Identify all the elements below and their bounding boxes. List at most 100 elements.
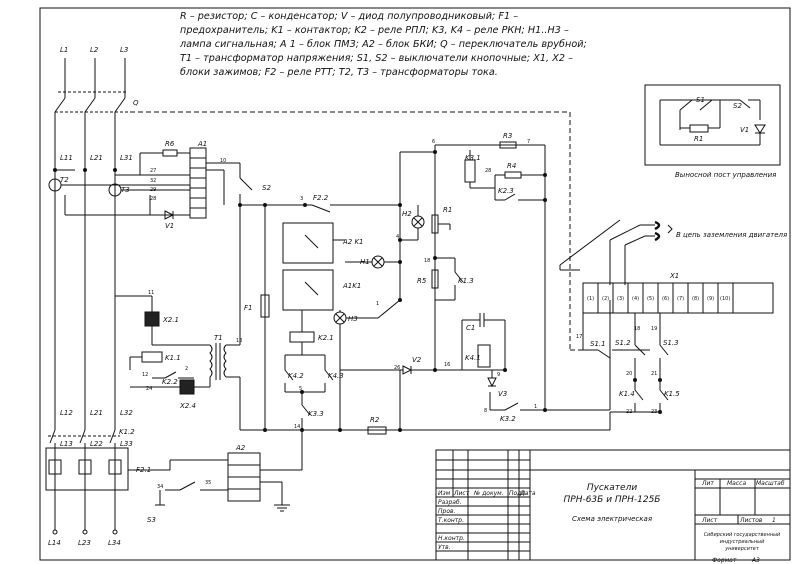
tb-masshtab: Масштаб (756, 480, 785, 487)
tb-tkontr: Т.контр. (438, 517, 464, 524)
label-A1: A1 (197, 140, 207, 148)
label-Q: Q (133, 99, 139, 107)
tb-lit: Лит (701, 480, 714, 487)
label-L21: L21 (90, 154, 103, 162)
label-L3: L3 (120, 46, 128, 54)
tb-razrab: Разраб. (438, 499, 462, 506)
x1-terminal-2: (2) (602, 296, 609, 302)
drawing-frame (39, 7, 791, 561)
x1-terminal-5: (5) (647, 296, 654, 302)
wire-10: 10 (220, 158, 226, 164)
label-C1: C1 (466, 324, 475, 332)
label-K43: K4.3 (328, 372, 344, 380)
label-L34: L34 (108, 539, 121, 547)
tb-org-3: университет (724, 546, 760, 552)
label-S13: S1.3 (663, 339, 679, 347)
x1-terminal-6: (6) (662, 296, 669, 302)
label-H1: H1 (360, 258, 370, 266)
wire-28: 28 (150, 196, 156, 202)
remote-post-caption: Выносной пост управления (675, 171, 776, 179)
label-L2: L2 (90, 46, 99, 54)
legend-line-5: блоки зажимов; F2 – реле РТТ; T2, T3 – т… (180, 67, 498, 78)
label-A1K1: A1K1 (342, 282, 361, 290)
wire-1: 1 (534, 404, 537, 410)
label-F1: F1 (244, 304, 252, 312)
label-A2: A2 (235, 444, 246, 452)
tb-sheet: Лист (701, 517, 718, 524)
x1-terminal-4: (4) (632, 296, 639, 302)
tb-format-value: А3 (751, 557, 760, 564)
tb-prov: Пров. (438, 508, 456, 515)
wire-9: 9 (497, 372, 500, 378)
wire-32: 32 (150, 178, 156, 184)
wire-14: 14 (294, 424, 300, 430)
x1-terminal-9: (9) (707, 296, 714, 302)
label-A2K1: A2 K1 (342, 238, 364, 246)
legend-line-4: T1 – трансформатор напряжения; S1, S2 – … (180, 53, 573, 64)
wire-21: 21 (651, 371, 657, 377)
wire-4: 4 (396, 234, 399, 240)
wire-24: 24 (146, 386, 152, 392)
label-R1: R1 (443, 206, 452, 214)
label-S12: S1.2 (615, 339, 631, 347)
wire-17: 17 (576, 334, 582, 340)
label-L32: L32 (120, 409, 133, 417)
label-R2: R2 (370, 416, 380, 424)
label-K15: K1.5 (664, 390, 680, 398)
label-X1: X1 (669, 272, 679, 280)
tb-col-ndoc: № докум. (473, 490, 504, 497)
label-R4: R4 (507, 162, 516, 170)
label-K33: K3.3 (308, 410, 324, 418)
tb-org-1: Сибирский государственный (704, 532, 781, 538)
label-X24: X2.4 (179, 402, 196, 410)
tb-format: Формат (712, 557, 737, 564)
label-L22: L21 (90, 409, 103, 417)
label-K11: K1.1 (165, 354, 181, 362)
legend-line-1: R – резистор; C – конденсатор; V – диод … (180, 11, 519, 22)
label-L12: L12 (60, 409, 73, 417)
tb-subtitle: Схема электрическая (572, 515, 652, 523)
label-H2: H2 (402, 210, 412, 218)
label-L14: L14 (48, 539, 61, 547)
tb-nkontr: Н.контр. (438, 535, 465, 542)
motor-circuit-caption: В цепь заземления двигателя (676, 231, 787, 239)
wire-27: 27 (150, 168, 156, 174)
wire-12: 12 (142, 372, 148, 378)
tb-sheets-value: 1 (772, 517, 776, 524)
label-R6: R6 (165, 140, 175, 148)
label-L13: L13 (60, 440, 73, 448)
tb-utv: Утв. (438, 544, 451, 551)
label-R1-remote: R1 (694, 135, 703, 143)
wire-26: 26 (394, 365, 400, 371)
legend-line-2: предохранитель; K1 – контактор; K2 – рел… (180, 25, 569, 36)
wire-1b: 1 (376, 301, 379, 307)
tb-col-data: Дата (519, 490, 536, 497)
label-S1: S1 (696, 96, 705, 104)
label-K14: K1.4 (619, 390, 635, 398)
label-S2: S2 (262, 184, 271, 192)
wire-19: 19 (651, 326, 657, 332)
wire-18b: 18 (634, 326, 640, 332)
label-K31: K3.1 (465, 154, 481, 162)
tb-col-izm: Изм (438, 490, 451, 497)
label-K13: K1.3 (458, 277, 474, 285)
label-V1: V1 (165, 222, 174, 230)
tb-title-1: Пускатели (587, 483, 638, 493)
wire-6: 6 (432, 139, 435, 145)
label-L22b: L22 (90, 440, 103, 448)
wire-20: 20 (626, 371, 632, 377)
wire-8: 8 (484, 408, 487, 414)
label-K4-1: K4.1 (465, 354, 481, 362)
label-F22: F2.2 (313, 194, 329, 202)
x1-terminal-8: (8) (692, 296, 699, 302)
label-V1-remote: V1 (740, 126, 749, 134)
wire-16: 16 (444, 362, 450, 368)
tb-sheets: Листов (739, 517, 763, 524)
wire-3: 3 (300, 196, 303, 202)
wire-34: 34 (157, 484, 163, 490)
wire-2: 2 (185, 366, 188, 372)
label-S3: S3 (147, 516, 156, 524)
wire-5: 5 (299, 386, 302, 392)
tb-col-list: Лист (453, 490, 470, 497)
